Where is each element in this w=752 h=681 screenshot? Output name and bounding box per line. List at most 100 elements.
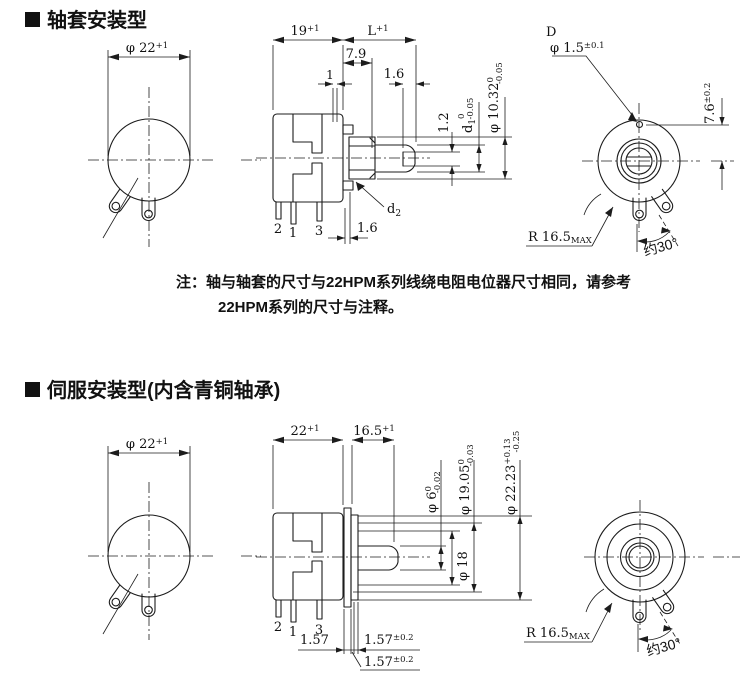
s1-dim-L: L+1 bbox=[343, 24, 417, 142]
s1-leader-d2: d2 bbox=[355, 181, 401, 219]
s2-shaft bbox=[357, 545, 399, 571]
s2-left-dim-phi22: φ 22+1 bbox=[107, 437, 191, 552]
svg-text:d2: d2 bbox=[387, 202, 401, 219]
svg-text:1.6: 1.6 bbox=[357, 221, 378, 236]
s1-front-locating-hole bbox=[635, 120, 644, 129]
svg-text:φ 22+1: φ 22+1 bbox=[126, 41, 168, 56]
svg-text:7.9: 7.9 bbox=[346, 47, 367, 62]
s1-dim-1: 1 bbox=[318, 68, 352, 122]
s1-left-dim-phi22: φ 22+1 bbox=[107, 41, 191, 156]
svg-text:1.2: 1.2 bbox=[437, 112, 452, 133]
s1-pin-label-1: 1 bbox=[289, 226, 297, 241]
s2-front-lug-bottom bbox=[632, 599, 647, 624]
svg-text:1.57±0.2: 1.57±0.2 bbox=[364, 633, 414, 648]
s1-bushing-nut bbox=[348, 136, 376, 180]
svg-text:d10-0.05: d10-0.05 bbox=[457, 98, 478, 133]
s2-pins bbox=[275, 599, 323, 623]
s1-ref-d-label: D bbox=[546, 25, 556, 40]
s2-left-centerlines bbox=[88, 482, 261, 640]
s1-dim-19: 19+1 bbox=[272, 24, 344, 110]
svg-text:φ 10.320-0.05: φ 10.320-0.05 bbox=[486, 62, 505, 133]
s1-pin-label-2: 2 bbox=[274, 222, 282, 237]
s1-dim-hole-phi15: φ 1.5±0.1 bbox=[550, 41, 637, 122]
s2-dim-phi2223: φ 22.23+0.13-0.25 bbox=[503, 431, 523, 600]
s2-diameter-edge-lines bbox=[353, 515, 532, 601]
s1-dim-1-6-bottom: 1.6 bbox=[328, 192, 378, 244]
svg-text:1.57±0.2: 1.57±0.2 bbox=[364, 655, 414, 670]
s2-dim-16-5: 16.5+1 bbox=[351, 424, 395, 542]
s2-dim-1-57-group: 1.57 1.57±0.2 1.57±0.2 bbox=[298, 602, 420, 671]
s2-front-centerlines bbox=[584, 500, 740, 630]
s1-dim-7-6: 7.6±0.2 bbox=[646, 83, 729, 190]
s2-front-lug-angled bbox=[652, 589, 675, 615]
s1-dim-r165: R 16.5MAX bbox=[526, 193, 614, 247]
s2-dim-phi6: φ 60-0.02 bbox=[424, 460, 444, 570]
s2-front-view: R 16.5MAX 约30° bbox=[524, 500, 740, 659]
svg-text:R 16.5MAX: R 16.5MAX bbox=[526, 626, 591, 642]
section1-bullet-square bbox=[25, 12, 40, 27]
svg-text:R 16.5MAX: R 16.5MAX bbox=[528, 230, 593, 246]
s1-left-leader-line bbox=[102, 177, 139, 239]
s2-left-lug-angled bbox=[108, 584, 131, 610]
section1-title: 轴套安装型 bbox=[47, 8, 147, 32]
section2-title: 伺服安装型(内含青铜轴承) bbox=[46, 378, 280, 402]
s2-pin-label-1: 1 bbox=[289, 625, 297, 640]
s2-housing-seam-pattern bbox=[292, 512, 323, 601]
s2-pin-label-3: 3 bbox=[315, 623, 323, 638]
s1-dim-d1: d10-0.05 bbox=[417, 98, 485, 173]
s1-pins bbox=[275, 201, 323, 225]
s2-dim-phi18: φ 18 bbox=[449, 531, 471, 585]
svg-text:7.6±0.2: 7.6±0.2 bbox=[703, 83, 718, 124]
s1-housing-seam-pattern bbox=[292, 113, 323, 203]
s2-left-leader-line bbox=[102, 573, 139, 635]
s1-dim-phi1032: φ 10.320-0.05 bbox=[377, 62, 512, 180]
svg-text:1.57: 1.57 bbox=[300, 633, 329, 648]
svg-text:约30°: 约30° bbox=[645, 634, 683, 659]
s2-dim-22: 22+1 bbox=[272, 424, 344, 509]
s1-housing-body bbox=[272, 113, 344, 203]
s1-left-centerlines bbox=[88, 87, 261, 247]
s1-left-lug-bottom bbox=[141, 197, 156, 222]
svg-text:φ 22+1: φ 22+1 bbox=[126, 437, 168, 452]
s1-mount-tab-top bbox=[342, 124, 354, 135]
svg-text:16.5+1: 16.5+1 bbox=[353, 424, 394, 439]
s1-dim-slot-1-2: 1.2 bbox=[403, 112, 460, 186]
s1-side-view: 2 1 3 19+1 L+1 7.9 1 bbox=[256, 24, 512, 244]
s1-front-lug-bottom bbox=[632, 197, 647, 222]
s1-note-line2: 22HPM系列的尺寸与注释。 bbox=[218, 298, 403, 316]
svg-text:φ 18: φ 18 bbox=[456, 551, 471, 581]
s2-housing-body bbox=[272, 512, 344, 601]
svg-text:1: 1 bbox=[326, 68, 334, 82]
s2-dim-phi1905: φ 19.050-0.03 bbox=[457, 444, 477, 592]
svg-text:1.6: 1.6 bbox=[384, 67, 405, 82]
s1-front-lug-angled bbox=[651, 188, 674, 214]
svg-text:φ 1.5±0.1: φ 1.5±0.1 bbox=[550, 41, 605, 56]
s2-dim-r165: R 16.5MAX bbox=[524, 588, 613, 643]
s1-dim-1-6-top: 1.6 bbox=[384, 67, 430, 148]
s2-pin-label-2: 2 bbox=[274, 620, 282, 635]
svg-text:φ 19.050-0.03: φ 19.050-0.03 bbox=[457, 444, 476, 515]
svg-text:约30°: 约30° bbox=[642, 234, 680, 259]
s2-side-view: 2 1 3 22+1 16.5+1 φ 60-0.02 φ 19.050-0.0… bbox=[256, 424, 532, 671]
s1-note-line1: 注：轴与轴套的尺寸与22HPM系列线绕电阻电位器尺寸相同，请参考 bbox=[176, 273, 631, 291]
section2-header: 伺服安装型(内含青铜轴承) bbox=[25, 378, 280, 402]
s1-mount-tab-bottom bbox=[342, 180, 354, 191]
s1-pin-label-3: 3 bbox=[315, 224, 323, 239]
s1-front-centerlines bbox=[582, 103, 734, 232]
s1-left-view: φ 22+1 bbox=[88, 41, 261, 247]
section1-header: 轴套安装型 bbox=[25, 8, 147, 32]
s1-left-lug-angled bbox=[108, 188, 131, 214]
section2-bullet-square bbox=[25, 382, 40, 397]
svg-text:19+1: 19+1 bbox=[290, 24, 319, 39]
s1-dim-angle30: 约30° bbox=[636, 214, 680, 259]
s1-dim-7-9: 7.9 bbox=[343, 47, 373, 148]
svg-text:φ 60-0.02: φ 60-0.02 bbox=[424, 471, 443, 513]
s2-left-view: φ 22+1 bbox=[88, 437, 261, 640]
svg-text:L+1: L+1 bbox=[367, 24, 388, 39]
s1-front-view: D φ 1.5±0.1 7.6±0.2 R 16.5MAX 约30° bbox=[526, 25, 734, 259]
svg-text:φ 22.23+0.13-0.25: φ 22.23+0.13-0.25 bbox=[503, 431, 522, 515]
s2-left-lug-bottom bbox=[141, 593, 156, 618]
svg-text:22+1: 22+1 bbox=[290, 424, 319, 439]
